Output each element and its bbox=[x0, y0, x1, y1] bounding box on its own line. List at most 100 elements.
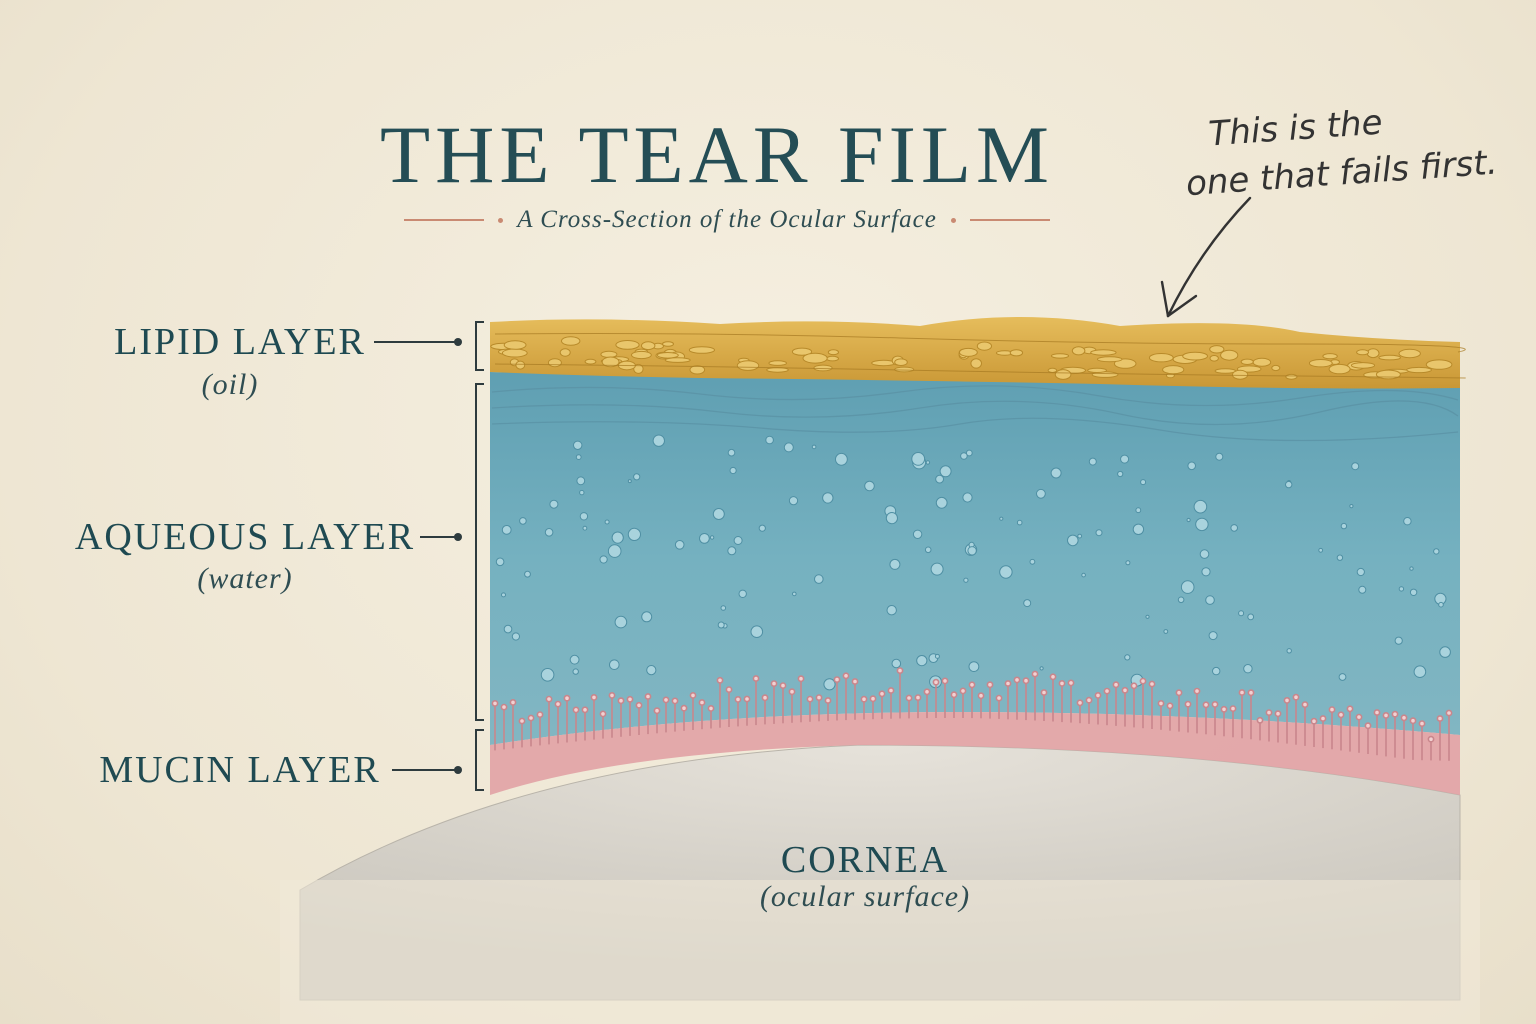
droplet bbox=[569, 654, 580, 665]
droplet bbox=[934, 653, 940, 659]
droplet bbox=[814, 574, 824, 584]
mucin-tip bbox=[950, 691, 958, 699]
lipid-globule bbox=[1182, 351, 1208, 361]
droplet bbox=[646, 665, 657, 676]
droplet bbox=[1081, 572, 1086, 578]
lipid-globule bbox=[1398, 348, 1421, 359]
mucin-tip bbox=[698, 699, 706, 706]
cornea-note: (ocular surface) bbox=[759, 880, 971, 913]
droplet bbox=[999, 516, 1004, 521]
mucin-tip bbox=[932, 678, 940, 686]
mucin-tip bbox=[896, 667, 904, 674]
mucin-tip bbox=[1247, 689, 1255, 697]
lipid-globule bbox=[1087, 367, 1107, 373]
droplet bbox=[727, 448, 736, 457]
droplet bbox=[962, 492, 973, 503]
droplet bbox=[1163, 629, 1169, 634]
droplet bbox=[627, 479, 632, 484]
droplet bbox=[627, 527, 642, 542]
droplet bbox=[788, 496, 799, 506]
lipid-globule bbox=[615, 340, 640, 350]
mucin-tip bbox=[626, 695, 634, 703]
droplet bbox=[1409, 566, 1414, 571]
droplet bbox=[1238, 610, 1245, 617]
droplet bbox=[822, 492, 834, 504]
mucin-tip bbox=[995, 694, 1003, 702]
droplet bbox=[1095, 529, 1103, 537]
lipid-globule bbox=[664, 357, 691, 363]
droplet bbox=[1403, 517, 1412, 526]
lipid-globule bbox=[1209, 345, 1225, 354]
mucin-tip bbox=[1202, 701, 1210, 709]
lipid-globule bbox=[959, 347, 978, 357]
droplet bbox=[1336, 554, 1344, 561]
droplet bbox=[544, 528, 554, 537]
aqueous-droplets bbox=[495, 434, 1451, 691]
mucin-tip bbox=[761, 694, 769, 702]
lipid-globule bbox=[656, 352, 679, 359]
mucin-tip bbox=[1031, 670, 1039, 678]
droplet bbox=[501, 592, 506, 598]
mucin-tip bbox=[518, 717, 526, 725]
lipid-globule bbox=[1220, 349, 1239, 361]
mucin-tip bbox=[1418, 720, 1426, 727]
lipid-globule bbox=[970, 358, 983, 369]
droplet bbox=[1398, 586, 1405, 592]
droplet bbox=[1187, 461, 1196, 471]
droplet bbox=[1029, 558, 1036, 565]
mucin-strands bbox=[491, 667, 1453, 761]
mucin-tip bbox=[968, 681, 976, 689]
droplet bbox=[1285, 480, 1293, 489]
droplet bbox=[1338, 673, 1347, 681]
mucin-tip bbox=[842, 672, 850, 680]
droplet bbox=[1247, 613, 1255, 621]
droplet bbox=[1193, 499, 1208, 514]
droplet bbox=[1349, 504, 1354, 509]
lipid-globule bbox=[1071, 346, 1086, 356]
lipid-globule bbox=[826, 355, 839, 362]
mucin-tip bbox=[617, 697, 625, 705]
mucin-tip bbox=[1076, 699, 1084, 707]
mucin-tip bbox=[1058, 680, 1066, 687]
mucin-tip bbox=[1256, 716, 1264, 724]
droplet bbox=[999, 565, 1013, 579]
droplet bbox=[501, 525, 512, 535]
lipid-globule bbox=[547, 358, 562, 368]
subtitle-dot-right bbox=[950, 217, 956, 223]
lipid-globule bbox=[1328, 363, 1351, 375]
mucin-tip bbox=[1373, 709, 1381, 716]
droplet bbox=[579, 512, 589, 521]
mucin-tip bbox=[509, 699, 517, 706]
droplet bbox=[963, 577, 969, 583]
lipid-globule bbox=[1308, 359, 1333, 368]
subtitle-row: A Cross-Section of the Ocular Surface bbox=[374, 204, 1080, 236]
subtitle-dot-left bbox=[498, 217, 504, 223]
droplet bbox=[1039, 666, 1044, 671]
droplet bbox=[1124, 654, 1131, 661]
lipid-globule bbox=[1090, 349, 1117, 356]
droplet bbox=[699, 533, 710, 544]
aqueous-surface-ripples bbox=[491, 385, 1459, 442]
mucin-tip bbox=[905, 694, 913, 702]
mucin-tip bbox=[1355, 713, 1363, 721]
mucin-tip bbox=[869, 695, 877, 703]
mucin-tip bbox=[1004, 680, 1012, 687]
annotation-arrow bbox=[1160, 196, 1252, 318]
lipid-globule bbox=[503, 340, 527, 350]
mucin-tip bbox=[1049, 673, 1057, 681]
mucin-tip bbox=[1022, 677, 1030, 685]
mucin-tip bbox=[923, 688, 931, 696]
mucin-tip bbox=[824, 697, 832, 704]
mucin-tip bbox=[536, 711, 544, 718]
droplet bbox=[1201, 567, 1211, 577]
mucin-tip bbox=[1337, 711, 1345, 719]
droplet bbox=[1394, 636, 1403, 645]
mucin-tip bbox=[1229, 705, 1237, 712]
mucin-tip bbox=[572, 706, 580, 714]
droplet bbox=[576, 476, 586, 486]
droplet bbox=[939, 465, 952, 478]
droplet bbox=[582, 525, 588, 531]
droplet bbox=[967, 546, 977, 556]
droplet bbox=[519, 517, 527, 525]
droplet bbox=[1016, 519, 1023, 526]
